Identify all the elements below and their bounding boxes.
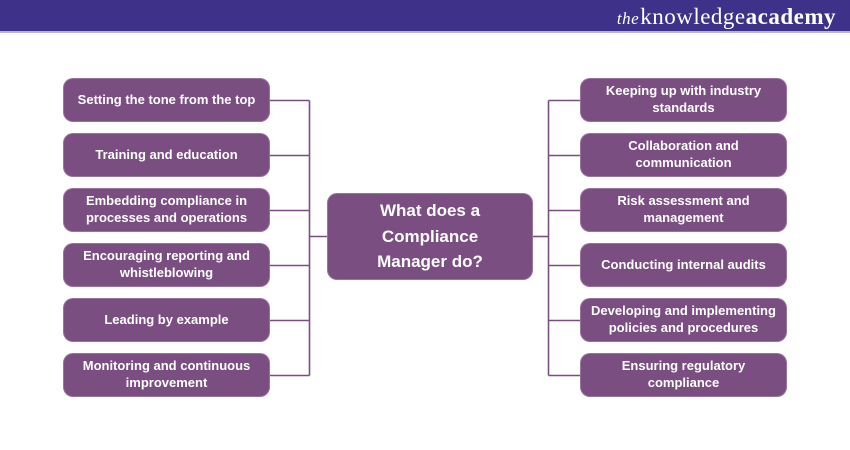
logo-text-the: the [616,9,640,28]
logo-text-academy: academy [745,4,836,29]
left-branch-column: Setting the tone from the top Training a… [63,78,270,397]
right-branch-column: Keeping up with industry standards Colla… [580,78,787,397]
knowledge-academy-logo: theknowledgeacademy [617,2,836,33]
node-monitoring-improvement: Monitoring and continuous improvement [63,353,270,397]
node-risk-assessment: Risk assessment and management [580,188,787,232]
node-training-education: Training and education [63,133,270,177]
node-regulatory-compliance: Ensuring regulatory compliance [580,353,787,397]
node-setting-the-tone: Setting the tone from the top [63,78,270,122]
node-embedding-compliance: Embedding compliance in processes and op… [63,188,270,232]
connector-right-branches [548,99,580,377]
brand-banner: theknowledgeacademy [0,0,850,33]
logo-text-knowledge: knowledge [640,4,746,29]
connector-left-branches [270,99,310,377]
node-policies-procedures: Developing and implementing policies and… [580,298,787,342]
node-leading-by-example: Leading by example [63,298,270,342]
central-topic-node: What does a Compliance Manager do? [327,193,533,280]
node-collaboration-communication: Collaboration and communication [580,133,787,177]
node-internal-audits: Conducting internal audits [580,243,787,287]
node-industry-standards: Keeping up with industry standards [580,78,787,122]
node-encouraging-reporting: Encouraging reporting and whistleblowing [63,243,270,287]
